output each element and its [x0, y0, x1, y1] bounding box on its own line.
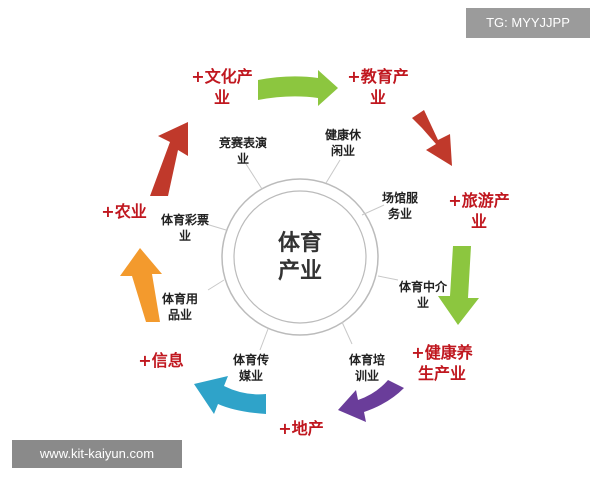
- arrow-orange-left: [120, 248, 162, 322]
- inner-label-competition-line2: 业: [237, 151, 249, 166]
- inner-label-competition-line1: 竞赛表演: [219, 135, 267, 150]
- inner-label-lottery-line1: 体育彩票: [161, 212, 209, 227]
- inner-label-agency-line2: 业: [417, 295, 429, 310]
- spokes: [205, 159, 399, 351]
- inner-label-goods-line1: 体育用: [162, 291, 198, 306]
- arrow-green-right: [438, 246, 479, 325]
- outer-label-realestate: +地产: [278, 419, 323, 438]
- outer-label-education-line2: 业: [370, 88, 386, 107]
- center-label-line1: 体育: [278, 230, 322, 256]
- arrow-teal-bottom: [194, 376, 266, 414]
- outer-ring: [221, 178, 379, 336]
- outer-label-health-line2: 生产业: [418, 364, 466, 383]
- outer-label-education-line1: +教育产: [347, 67, 408, 86]
- inner-label-goods-line2: 品业: [168, 307, 192, 322]
- inner-label-media-line1: 体育传: [233, 352, 269, 367]
- inner-label-training-line1: 体育培: [349, 352, 385, 367]
- outer-label-culture-line2: 业: [214, 88, 230, 107]
- arrow-purple-bottom: [338, 380, 404, 422]
- outer-label-information: +信息: [138, 351, 183, 370]
- inner-label-venue-line2: 务业: [388, 206, 412, 221]
- cycle-arrows: [120, 70, 479, 422]
- outer-label-tourism-line2: 业: [471, 212, 487, 231]
- inner-ring: [233, 190, 367, 324]
- inner-label-leisure-line1: 健康休: [325, 127, 362, 142]
- center-label-line2: 产业: [278, 259, 322, 284]
- inner-label-training-line2: 训业: [355, 368, 379, 383]
- inner-label-media-line2: 媒业: [239, 368, 263, 383]
- watermark-telegram: TG: MYYJJPP: [466, 8, 590, 38]
- inner-label-lottery-line2: 业: [179, 228, 191, 243]
- inner-label-agency-line1: 体育中介: [399, 279, 448, 294]
- arrow-red-right: [412, 110, 452, 166]
- outer-label-health-line1: +健康养: [411, 343, 473, 362]
- outer-label-agriculture: +农业: [101, 202, 146, 221]
- outer-label-culture-line1: +文化产: [191, 67, 252, 86]
- inner-label-venue-line1: 场馆服: [382, 190, 419, 205]
- inner-label-leisure-line2: 闲业: [331, 143, 355, 158]
- outer-label-tourism-line1: +旅游产: [448, 191, 509, 210]
- watermark-url: www.kit-kaiyun.com: [12, 440, 182, 468]
- arrow-red-left: [150, 122, 188, 196]
- arrow-green-top: [258, 70, 338, 106]
